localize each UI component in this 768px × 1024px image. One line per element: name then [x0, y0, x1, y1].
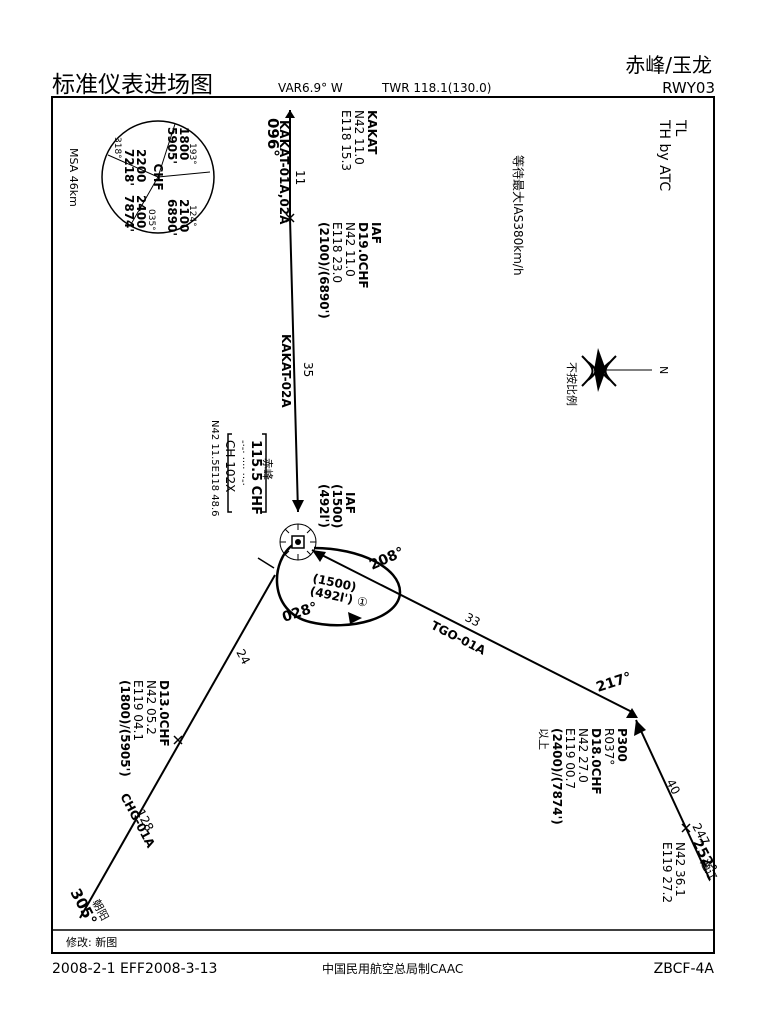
msa-bearing-124: 124° — [187, 205, 197, 227]
p300-line2: R037° — [602, 728, 616, 765]
compass-needle-icon — [594, 348, 606, 392]
chg-distance-1: 24 — [233, 647, 253, 667]
southeast-lat: N42 36.1 — [673, 842, 687, 897]
holding-arrowhead-icon — [348, 612, 362, 624]
north-segment-distance: 35 — [301, 362, 315, 377]
p300-line4: N42 27.0 — [576, 728, 590, 783]
wings-icon — [581, 355, 617, 387]
tgo-course: 217° — [594, 669, 633, 695]
southeast-lon: E119 27.2 — [660, 842, 674, 903]
msa-sector-1-ft: 6890' — [165, 199, 179, 236]
navaid-morse: -·-· ···· ··-· — [237, 440, 248, 486]
north-segment-name: KAKAT-02A — [279, 334, 293, 408]
d13-label: D13.0CHF N42 05.2 E119 04.1 (1800)/(5905… — [118, 680, 171, 777]
kakat-arrowhead-icon — [292, 500, 304, 512]
holding-pattern — [275, 542, 402, 627]
southeast-route — [635, 719, 711, 881]
holding-label: (1500) (492l') ① — [309, 571, 369, 610]
airport-name: 赤峰/玉龙 — [625, 53, 712, 77]
tower-frequency: TWR 118.1(130.0) — [381, 81, 491, 95]
tgo-distance: 33 — [463, 610, 483, 629]
d13-line2: N42 05.2 — [144, 680, 158, 735]
iaf-chf-line2: (1500) — [330, 484, 344, 528]
iaf-chf-label: IAF (1500) (492l') — [317, 484, 357, 528]
tgo-route — [311, 549, 633, 713]
msa-sector-4-m: 2400 — [134, 195, 148, 228]
transition-level-label: TL — [672, 119, 688, 137]
effective-dates: 2008-2-1 EFF2008-3-13 — [52, 961, 217, 977]
msa-circle — [101, 120, 215, 234]
navaid-frequency: 115.5 CHF — [248, 440, 263, 515]
p300-fix-icon — [626, 708, 638, 718]
msa-sector-3-ft: 7218' — [122, 149, 136, 186]
iaf-chf-line3: (492l') — [317, 484, 331, 528]
msa-sector-1-m: 2100 — [177, 199, 191, 232]
p300-line5: E119 00.7 — [563, 728, 577, 789]
d13-fix-icon — [173, 735, 183, 745]
navaid-channel: CH 102X — [223, 440, 237, 492]
authority: 中国民用航空总局制CAAC — [322, 961, 463, 976]
d13-line3: E119 04.1 — [131, 680, 145, 741]
p300-line6: (2400)/(7874') — [550, 728, 564, 825]
north-label: N — [657, 366, 670, 374]
southeast-fix-icon — [681, 823, 691, 833]
kakat-name: KAKAT — [365, 110, 379, 155]
msa-bearing-035: 035° — [146, 209, 156, 231]
north-arrow: N 不按比例 — [565, 348, 670, 406]
kakat-distance: 11 — [293, 170, 307, 185]
iaf-north-fix-icon — [285, 213, 295, 223]
southeast-fix-label: N42 36.1 E119 27.2 — [660, 842, 687, 903]
magnetic-variation: VAR6.9° W — [278, 81, 343, 95]
chart-frame — [51, 96, 715, 954]
iaf-north-label: IAF D19.0CHF N42 11.0 E118 23.0 (2100)/(… — [317, 222, 383, 319]
transition-height-label: TH by ATC — [656, 119, 672, 191]
holding-minutes: ① — [356, 594, 369, 610]
p300-label: P300 R037° D18.0CHF N42 27.0 E119 00.7 (… — [537, 728, 629, 825]
iaf-chf-line1: IAF — [343, 492, 357, 514]
kakat-lon: E118 15.3 — [339, 110, 353, 171]
navaid-name: 赤峰 — [261, 458, 274, 480]
msa-sector-2-m: 1800 — [177, 127, 191, 160]
msa-sector-3-m: 2200 — [134, 149, 148, 182]
msa-center: CHF — [151, 163, 165, 190]
p300-line3: D18.0CHF — [589, 728, 603, 795]
iaf-north-line3: N42 11.0 — [343, 222, 357, 277]
p300-line1: P300 — [615, 728, 629, 762]
runway-label: RWY03 — [662, 79, 715, 97]
fix-markers — [173, 110, 691, 833]
chg-route — [79, 574, 276, 919]
d13-line4: (1800)/(5905') — [118, 680, 132, 777]
southeast-arrowhead-icon — [634, 720, 646, 736]
p300-line7: 以上 — [537, 728, 550, 750]
not-to-scale-note: 不按比例 — [565, 362, 579, 406]
msa-bearing-193: 193° — [187, 143, 197, 165]
kakat-fix-icon — [285, 110, 295, 118]
iaf-north-line2: D19.0CHF — [356, 222, 370, 289]
tgo-arrowhead-icon — [312, 550, 326, 562]
kakat-course: 096° — [264, 118, 282, 157]
d13-line1: D13.0CHF — [157, 680, 171, 747]
msa-bearing-318: 318° — [112, 137, 122, 159]
msa-sector-4-ft: 7874' — [122, 195, 136, 232]
msa-label: MSA 46km — [67, 148, 80, 207]
iaf-north-line4: E118 23.0 — [330, 222, 344, 283]
iaf-north-line1: IAF — [369, 222, 383, 244]
navaid-box: 赤峰 115.5 CHF -·-· ···· ··-· CH 102X N42 … — [209, 420, 274, 517]
msa-diagram: CHF 2100 6890' 1800 5905' 2200 7218' 240… — [67, 120, 215, 236]
navaid-coordinates: N42 11.5E118 48.6 — [209, 420, 220, 517]
msa-sector-2-ft: 5905' — [165, 127, 179, 164]
holding-speed-note: 等待最大IAS380km/h — [511, 155, 525, 276]
kakat-lat: N42 11.0 — [352, 110, 366, 165]
chart-title: 标准仪表进场图 — [52, 72, 213, 98]
iaf-north-line5: (2100)/(6890') — [317, 222, 331, 319]
southeast-distance: 40 — [663, 777, 683, 797]
vor-dme-icon — [279, 523, 317, 561]
chart-id: ZBCF-4A — [654, 961, 715, 977]
kakat-route-name: KAKAT-01A,02A — [277, 120, 291, 225]
kakat-fix-label: KAKAT N42 11.0 E118 15.3 — [339, 110, 379, 171]
revision-note: 修改: 新图 — [66, 935, 117, 949]
